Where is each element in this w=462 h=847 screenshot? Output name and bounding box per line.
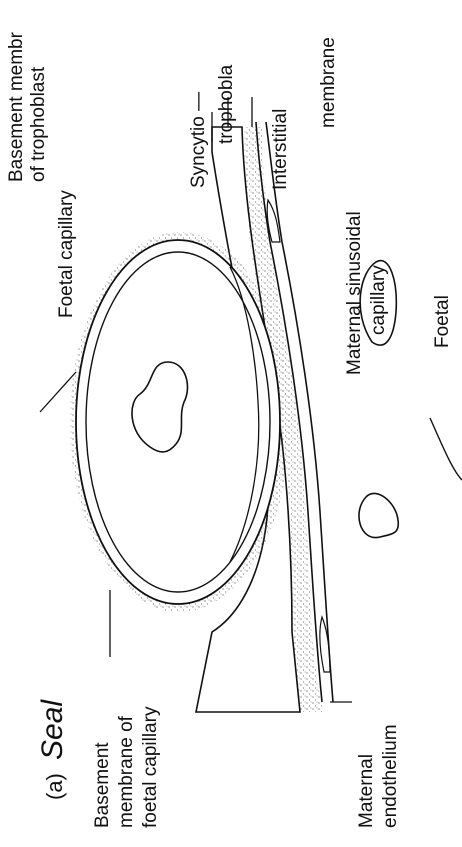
label-interstitial: Interstitial [270, 109, 291, 190]
label-basement-membrane-line1: Basement [92, 742, 113, 828]
panel-title: Seal [36, 699, 69, 760]
label-maternal-endothelium-line2: endothelium [380, 724, 401, 828]
label-foetal-partial: Foetal [432, 295, 453, 348]
label-maternal-sinusoidal-line2: capillary [368, 265, 389, 335]
label-basement-membrane-line3: foetal capillary [140, 706, 161, 828]
label-trophoblast-basement-line2: of trophoblast [28, 66, 49, 182]
label-syncytio-line1: Syncytio — [188, 92, 209, 188]
label-basement-membrane-line2: membrane of [116, 715, 137, 828]
label-maternal-endothelium-line1: Maternal [356, 754, 377, 828]
label-foetal-capillary: Foetal capillary [56, 190, 77, 318]
endothelial-cell [320, 617, 330, 672]
panel-label: (a) [42, 773, 67, 800]
label-membrane: membrane [318, 37, 339, 128]
label-trophoblast-basement-line1: Basement membr [6, 31, 27, 182]
label-syncytio-line2: trophobla [216, 64, 237, 144]
maternal-red-cell-1 [359, 493, 398, 537]
label-maternal-sinusoidal-line1: Maternal sinusoidal [344, 211, 365, 375]
foetal-capillary-outer [76, 240, 280, 604]
partial-foetal-capillary-outline [430, 418, 462, 480]
